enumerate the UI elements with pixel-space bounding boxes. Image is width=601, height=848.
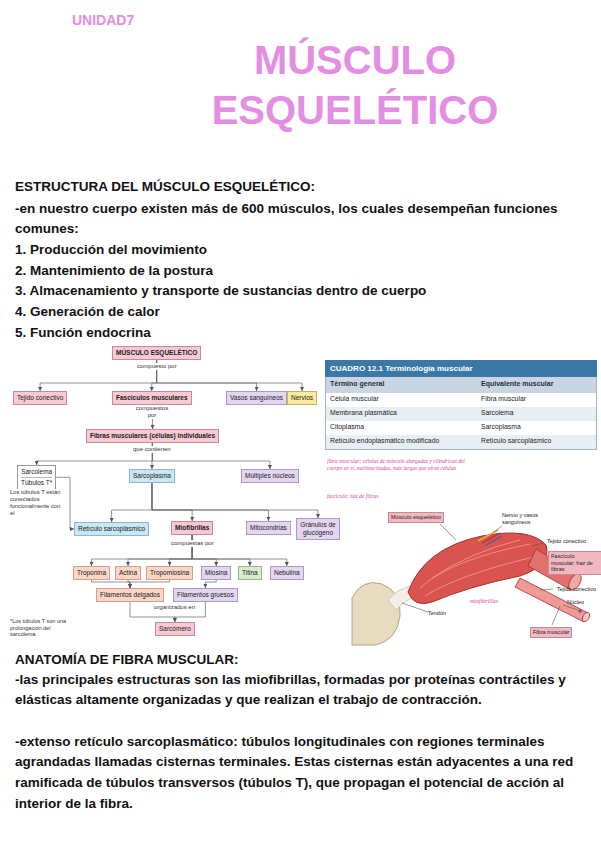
box-text: Fibras musculares (células) individuales bbox=[90, 432, 215, 440]
concept-box: Filamentos delgados bbox=[96, 588, 164, 602]
edge-label: Los túbulos T están conectados funcional… bbox=[10, 489, 64, 517]
table-cell: Sarcolema bbox=[481, 409, 514, 417]
box-text: Nervios bbox=[291, 394, 313, 402]
annotation: Nervio y vasos sanguíneos bbox=[500, 511, 556, 526]
concept-box: Sarcoplasma bbox=[129, 469, 175, 483]
concept-box: Nervios bbox=[287, 391, 317, 405]
connector bbox=[152, 483, 318, 518]
box-text: Tropomiosina bbox=[150, 569, 189, 577]
box-text: Troponina bbox=[77, 569, 106, 577]
concept-box: Titina bbox=[238, 566, 262, 580]
concept-box: MÚSCULO ESQUELÉTICO bbox=[112, 346, 201, 360]
box-text: Múltiples núcleos bbox=[245, 472, 295, 480]
annotation: Fascículo muscular: haz de fibras bbox=[548, 551, 601, 575]
box-text: Sarcolema bbox=[21, 468, 52, 476]
connector bbox=[130, 580, 170, 588]
concept-box: SarcolemaTúbulos T* bbox=[17, 465, 56, 490]
connector bbox=[205, 580, 216, 588]
connector bbox=[157, 360, 302, 391]
link-phrase: organizados en bbox=[154, 604, 195, 611]
annotation: Fibra muscular bbox=[530, 627, 572, 638]
connector bbox=[152, 483, 268, 521]
annotation: Músculo esquelético bbox=[388, 512, 444, 523]
box-text: Filamentos gruesos bbox=[177, 591, 234, 599]
table-cell: Término general bbox=[330, 380, 384, 388]
table-cell: Equivalente muscular bbox=[481, 380, 553, 388]
concept-box: Fibras musculares (células) individuales bbox=[86, 429, 219, 443]
concept-box: Múltiples núcleos bbox=[241, 469, 299, 483]
box-text: Retículo sarcoplásmico bbox=[78, 525, 145, 533]
annotation: Tejido conectivo bbox=[555, 585, 598, 594]
box-text: Mitocondrias bbox=[250, 524, 287, 532]
page-title: MÚSCULO ESQUELÉTICO bbox=[190, 35, 520, 135]
connector bbox=[92, 580, 130, 588]
link-phrase: compuestas por bbox=[171, 540, 214, 547]
concept-box: Mitocondrias bbox=[246, 521, 291, 535]
table-cell: CUADRO 12.1 Terminología muscular bbox=[330, 364, 473, 374]
body-text: 2. Mantenimiento de la postura bbox=[15, 261, 590, 282]
annotation: miofibrillas bbox=[470, 598, 498, 605]
body-text: 4. Generación de calor bbox=[15, 302, 590, 323]
box-text: Vasos sanguíneos bbox=[230, 394, 283, 402]
body-text: 3. Almacenamiento y transporte de sustan… bbox=[15, 281, 590, 302]
box-text: Miofibrillas bbox=[175, 524, 209, 532]
table-cell: Citoplasma bbox=[330, 423, 364, 431]
box-text: MÚSCULO ESQUELÉTICO bbox=[116, 349, 197, 357]
table-cell: Sarcoplasma bbox=[481, 423, 521, 431]
body-text: ANATOMÍA DE FIBRA MUSCULAR: bbox=[15, 650, 590, 671]
concept-box: Actina bbox=[115, 566, 141, 580]
body-text: 1. Producción del movimiento bbox=[15, 240, 590, 261]
table-cell: Membrana plasmática bbox=[330, 409, 397, 417]
box-text: Titina bbox=[242, 569, 258, 577]
annotation: fascículo: haz de fibras bbox=[327, 493, 378, 500]
link-phrase: que contienen bbox=[133, 446, 171, 453]
table-cell: Retículo endoplasmático modificado bbox=[330, 437, 439, 445]
concept-box: Miofibrillas bbox=[171, 521, 213, 535]
annotation: Núcleo bbox=[565, 598, 586, 607]
annotation: Tendón bbox=[428, 610, 446, 617]
concept-box: Vasos sanguíneos bbox=[226, 391, 287, 405]
table-cell: Célula muscular bbox=[330, 395, 379, 403]
body-text: -extenso retículo sarcoplasmático: túbul… bbox=[15, 732, 593, 815]
table-cell: *Los túbulos T son una prolongación del … bbox=[10, 618, 70, 638]
box-text: Nebulina bbox=[274, 569, 300, 577]
annotation: fibra muscular: células de músculo alarg… bbox=[327, 458, 477, 471]
concept-box: Troponina bbox=[73, 566, 110, 580]
box-subtext: Túbulos T* bbox=[21, 477, 52, 487]
concept-box: Retículo sarcoplásmico bbox=[74, 522, 149, 536]
body-text: -las principales estructuras son las mio… bbox=[15, 670, 593, 711]
box-text: Actina bbox=[119, 569, 137, 577]
body-text: UNIDAD7 bbox=[72, 8, 86, 33]
link-phrase: compuesto por bbox=[137, 363, 177, 370]
concept-box: Miosina bbox=[201, 566, 231, 580]
body-text: -en nuestro cuerpo existen más de 600 mú… bbox=[15, 199, 580, 240]
table-cell: Retículo sarcoplásmico bbox=[481, 437, 551, 445]
concept-box: Tejido conectivo bbox=[13, 391, 67, 405]
box-text: Sarcoplasma bbox=[133, 472, 171, 480]
concept-box: Nebulina bbox=[270, 566, 304, 580]
concept-box: Sarcómero bbox=[155, 622, 195, 636]
table-cell: Fibra muscular bbox=[481, 395, 526, 403]
box-text: Fascículos musculares bbox=[116, 394, 188, 402]
concept-box: Fascículos musculares bbox=[112, 391, 192, 405]
body-text: 5. Función endocrina bbox=[15, 323, 590, 344]
box-text: Filamentos delgados bbox=[100, 591, 160, 599]
connector bbox=[152, 483, 192, 521]
annotation: Tejido conectivo bbox=[545, 537, 588, 546]
link-phrase: compuestos por bbox=[135, 405, 169, 419]
body-text: ESTRUCTURA DEL MÚSCULO ESQUELÉTICO: bbox=[15, 177, 590, 198]
concept-box: Tropomiosina bbox=[146, 566, 193, 580]
box-text: Gránulos de glucógeno bbox=[300, 521, 336, 537]
concept-box: Filamentos gruesos bbox=[173, 588, 238, 602]
concept-box: Gránulos de glucógeno bbox=[296, 518, 340, 540]
connector bbox=[112, 483, 152, 522]
box-text: Sarcómero bbox=[159, 625, 191, 633]
box-text: Miosina bbox=[205, 569, 227, 577]
box-text: Tejido conectivo bbox=[17, 394, 63, 402]
